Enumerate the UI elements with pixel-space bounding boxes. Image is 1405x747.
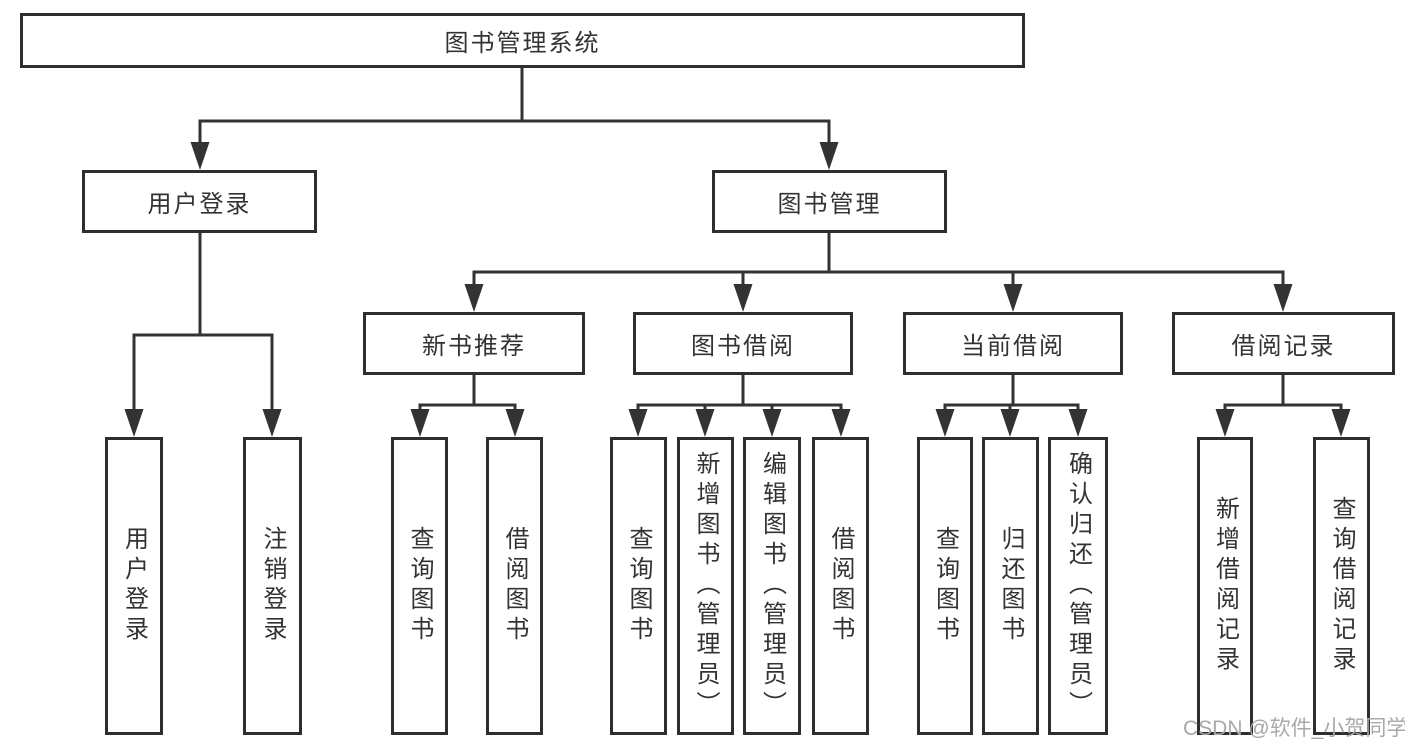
leaf-label: 归还图书 xyxy=(997,526,1024,646)
arrow-down-icon xyxy=(1000,409,1020,437)
leaf-newrec-borrow-books: 借阅图书 xyxy=(486,437,543,735)
leaf-borrow-add-books-admin: 新增图书（管理员） xyxy=(677,437,734,735)
leaf-current-query-books: 查询图书 xyxy=(917,437,973,735)
arrow-down-icon xyxy=(935,409,955,437)
arrow-down-icon xyxy=(762,409,782,437)
arrow-down-icon xyxy=(1331,409,1351,437)
leaf-borrow-query-books: 查询图书 xyxy=(610,437,667,735)
leaf-current-return-books: 归还图书 xyxy=(982,437,1039,735)
arrow-down-icon xyxy=(262,409,282,437)
arrow-down-icon xyxy=(124,409,144,437)
leaf-records-add-record: 新增借阅记录 xyxy=(1197,437,1253,735)
leaf-borrow-borrow-books: 借阅图书 xyxy=(812,437,869,735)
node-book-management: 图书管理 xyxy=(712,170,947,233)
node-label: 用户登录 xyxy=(147,191,252,218)
leaf-label: 用户登录 xyxy=(120,526,148,646)
leaf-label: 查询图书 xyxy=(625,526,652,646)
leaf-records-query-record: 查询借阅记录 xyxy=(1313,437,1370,735)
arrow-down-icon xyxy=(831,409,851,437)
node-new-book-recommend: 新书推荐 xyxy=(363,312,585,375)
arrow-down-icon xyxy=(190,142,210,170)
node-label: 图书管理系统 xyxy=(444,30,601,57)
leaf-label: 查询图书 xyxy=(931,526,959,646)
arrow-down-icon xyxy=(505,409,525,437)
node-library-management-system: 图书管理系统 xyxy=(20,13,1025,68)
leaf-current-confirm-return-admin: 确认归还（管理员） xyxy=(1048,437,1108,735)
arrow-down-icon xyxy=(695,409,715,437)
leaf-borrow-edit-books-admin: 编辑图书（管理员） xyxy=(743,437,801,735)
node-borrow-records: 借阅记录 xyxy=(1172,312,1395,375)
node-label: 当前借阅 xyxy=(961,333,1065,360)
node-label: 图书借阅 xyxy=(691,333,795,360)
leaf-label: 新增借阅记录 xyxy=(1211,496,1239,676)
leaf-label: 借阅图书 xyxy=(501,526,528,646)
arrow-down-icon xyxy=(1215,409,1235,437)
leaf-newrec-query-books: 查询图书 xyxy=(391,437,448,735)
leaf-label: 借阅图书 xyxy=(827,526,854,646)
arrow-down-icon xyxy=(1273,284,1293,312)
leaf-logout: 注销登录 xyxy=(243,437,302,735)
arrow-down-icon xyxy=(733,284,753,312)
node-label: 新书推荐 xyxy=(422,333,526,360)
leaf-user-login: 用户登录 xyxy=(105,437,163,735)
node-user-login: 用户登录 xyxy=(82,170,317,233)
node-label: 图书管理 xyxy=(777,191,882,218)
arrow-down-icon xyxy=(628,409,648,437)
leaf-label: 编辑图书（管理员） xyxy=(758,451,786,721)
leaf-label: 新增图书（管理员） xyxy=(692,451,719,721)
arrow-down-icon xyxy=(464,284,484,312)
leaf-label: 确认归还（管理员） xyxy=(1064,451,1092,721)
leaf-label: 查询图书 xyxy=(406,526,433,646)
leaf-label: 注销登录 xyxy=(259,526,286,646)
arrow-down-icon xyxy=(1003,284,1023,312)
arrow-down-icon xyxy=(819,142,839,170)
node-book-borrow: 图书借阅 xyxy=(633,312,853,375)
arrow-down-icon xyxy=(1068,409,1088,437)
csdn-watermark: CSDN @软件_小贺同学 xyxy=(1183,717,1405,740)
arrow-down-icon xyxy=(410,409,430,437)
node-label: 借阅记录 xyxy=(1231,333,1336,360)
node-current-borrow: 当前借阅 xyxy=(903,312,1123,375)
leaf-label: 查询借阅记录 xyxy=(1328,496,1355,676)
